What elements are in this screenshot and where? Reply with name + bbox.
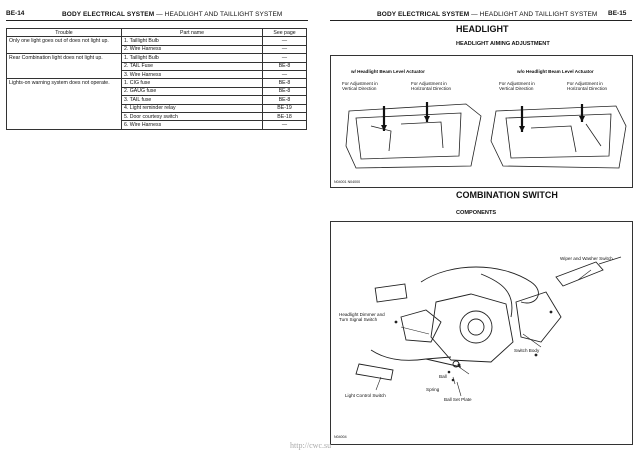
page-cell: BE-8	[262, 78, 307, 88]
page-cell: —	[262, 69, 307, 80]
page-cell: —	[262, 44, 307, 55]
table-row: Lights-on warning system does not operat…	[6, 78, 307, 130]
part-cell: 2. GAUG fuse	[121, 86, 263, 97]
right-header-rule	[330, 20, 632, 21]
section-title-combination-switch: COMBINATION SWITCH	[456, 190, 558, 200]
right-page-number: BE-15	[608, 10, 627, 17]
part-cell: 2. Wire Harness	[121, 44, 263, 55]
part-cell: 2. TAIL Fuse	[121, 61, 263, 71]
part-cell: 3. TAIL fuse	[121, 95, 263, 105]
aiming-adjustment-figure: w/ Headlight Beam Level Actuator w/o Hea…	[330, 55, 633, 188]
col-header-page: See page	[262, 27, 307, 38]
trouble-cell: Lights-on warning system does not operat…	[6, 78, 122, 130]
headlight-drawing	[345, 102, 627, 169]
col-header-trouble: Trouble	[6, 27, 122, 38]
label-light-control-switch: Light Control Switch	[345, 393, 386, 398]
right-header-dash: —	[471, 11, 478, 18]
trouble-table: Trouble Part name See page Only one ligh…	[6, 27, 307, 130]
page-cell: —	[262, 120, 307, 130]
left-header-dash: —	[156, 11, 163, 18]
label-right-horizontal: For Adjustment in Horizontal Direction	[567, 81, 608, 91]
page-cell: BE-8	[262, 95, 307, 105]
page-cell: BE-18	[262, 111, 307, 122]
section-subtitle-components: COMPONENTS	[456, 210, 497, 216]
section-subtitle-aiming: HEADLIGHT AIMING ADJUSTMENT	[456, 41, 550, 47]
page-cell: BE-8	[262, 86, 307, 97]
label-wiper-washer-switch: Wiper and Washer Switch	[560, 256, 613, 261]
part-cell: 6. Wire Harness	[121, 120, 263, 130]
aiming-figure-code: N04001 N04000	[334, 180, 361, 184]
part-cell: 4. Light reminder relay	[121, 103, 263, 113]
left-header-subtitle: HEADLIGHT AND TAILLIGHT SYSTEM	[164, 11, 283, 18]
part-cell: 1. Taillight Bulb	[121, 36, 263, 46]
section-title-headlight: HEADLIGHT	[456, 24, 509, 34]
page-cell: —	[262, 53, 307, 63]
table-header-row: Trouble Part name See page	[6, 27, 307, 38]
left-running-header: BODY ELECTRICAL SYSTEM — HEADLIGHT AND T…	[62, 11, 282, 18]
label-dimmer-turn-signal-switch: Headlight Dimmer and Turn Signal Switch	[339, 312, 385, 322]
label-ball-set-plate: Ball Set Plate	[444, 397, 472, 402]
trouble-cell: Rear Combination light does not light up…	[6, 53, 122, 80]
left-header-rule	[6, 20, 308, 21]
part-cell: 1. CIG fuse	[121, 78, 263, 88]
right-header-title: BODY ELECTRICAL SYSTEM	[377, 11, 470, 18]
trouble-cell: Only one light goes out of does not ligh…	[6, 36, 122, 55]
label-switch-body: Switch Body	[514, 348, 540, 353]
table-row: 6. Wire Harness —	[7, 120, 307, 130]
figure-caption-with-actuator: w/ Headlight Beam Level Actuator	[351, 69, 425, 74]
part-cell: 1. Taillight Bulb	[121, 53, 263, 63]
footer-watermark-url: http://cwc.su	[290, 441, 332, 450]
label-left-vertical: For Adjustment in Vertical Direction	[342, 81, 378, 91]
label-left-horizontal: For Adjustment in Horizontal Direction	[411, 81, 452, 91]
page-cell: BE-19	[262, 103, 307, 113]
right-header-subtitle: HEADLIGHT AND TAILLIGHT SYSTEM	[479, 11, 598, 18]
label-right-vertical: For Adjustment in Vertical Direction	[499, 81, 535, 91]
components-figure: Wiper and Washer Switch Headlight Dimmer…	[330, 221, 633, 445]
col-header-part: Part name	[121, 27, 263, 38]
components-figure-code: N04004	[334, 435, 347, 439]
label-spring: Spring	[426, 387, 440, 392]
part-cell: 3. Wire Harness	[121, 69, 263, 80]
figure-caption-without-actuator: w/o Headlight Beam Level Actuator	[517, 69, 594, 74]
right-running-header: BODY ELECTRICAL SYSTEM — HEADLIGHT AND T…	[377, 11, 597, 18]
part-cell: 5. Door courtesy switch	[121, 111, 263, 122]
combination-switch-drawing	[355, 256, 622, 397]
table-row: Rear Combination light does not light up…	[6, 53, 307, 80]
page-cell: BE-8	[262, 61, 307, 71]
label-ball: Ball	[439, 374, 447, 379]
left-page-number: BE-14	[6, 10, 25, 17]
table-row: Only one light goes out of does not ligh…	[6, 36, 307, 55]
page-cell: —	[262, 36, 307, 46]
left-header-title: BODY ELECTRICAL SYSTEM	[62, 11, 155, 18]
